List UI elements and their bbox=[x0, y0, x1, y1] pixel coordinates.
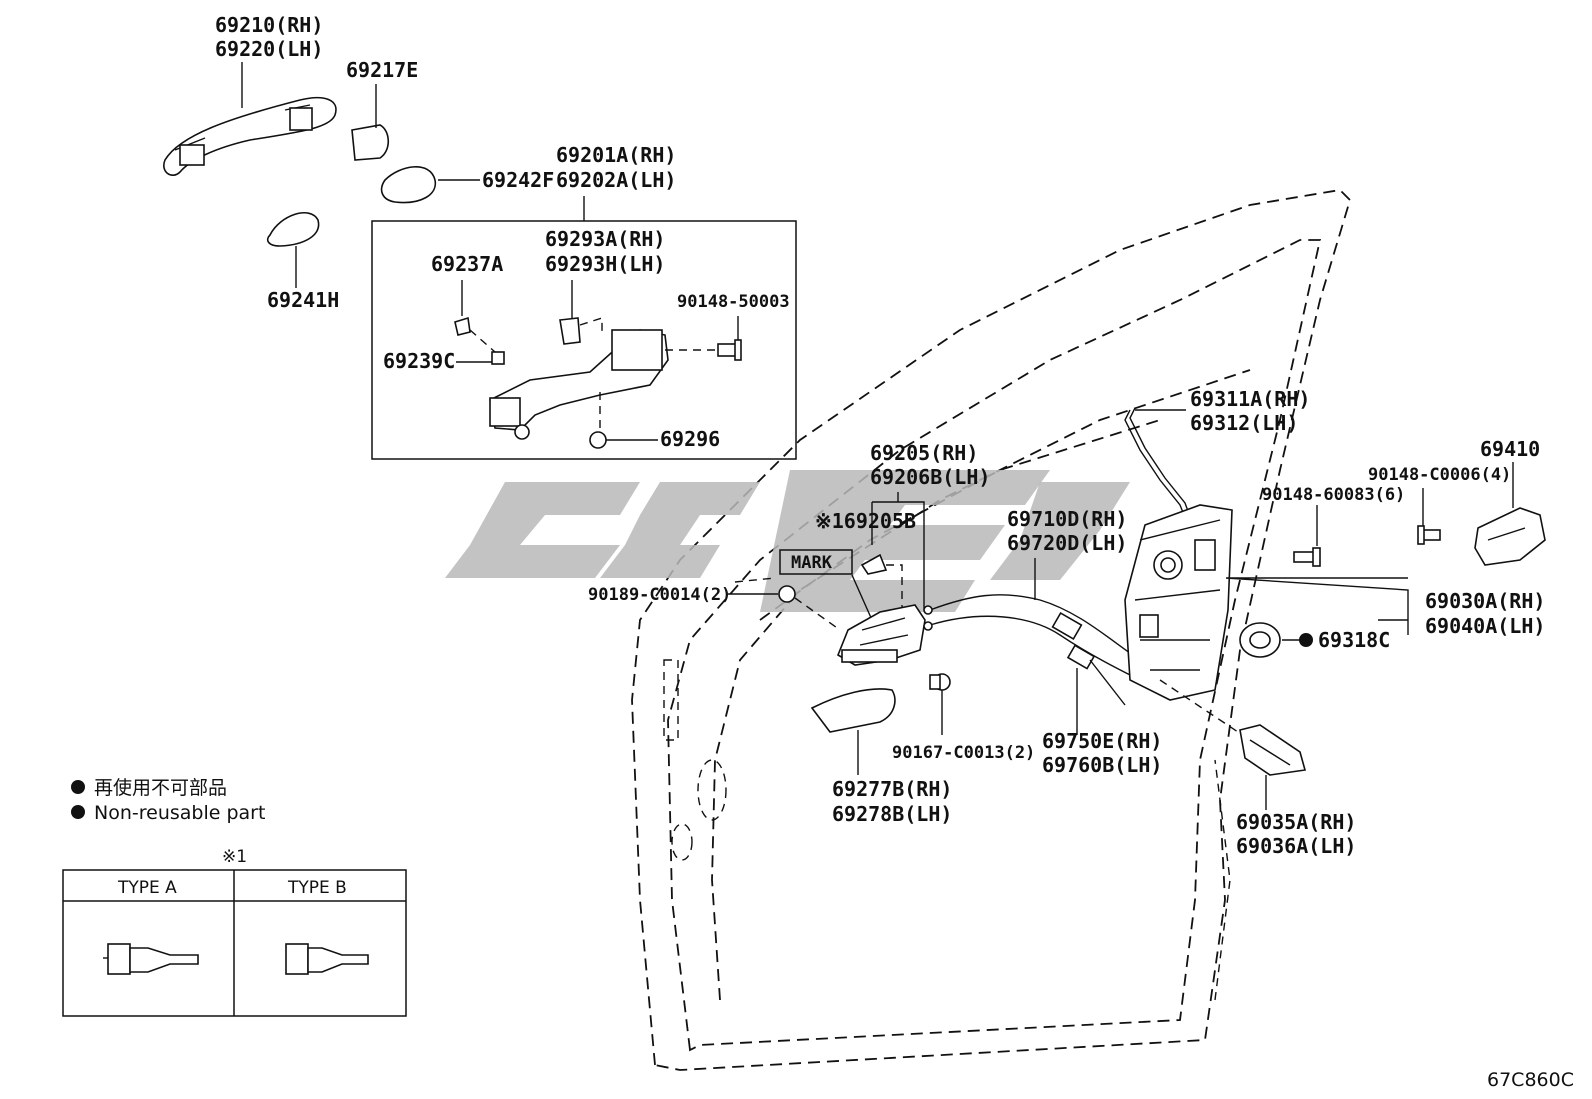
filled-circle-icon bbox=[71, 805, 85, 819]
label-clip-239c: 69239C bbox=[383, 349, 455, 373]
service-hole bbox=[671, 823, 693, 861]
label-rod-lh: 69312(LH) bbox=[1190, 411, 1298, 435]
label-bezel-lh: 69278B(LH) bbox=[832, 802, 952, 826]
label-inner-handle-rh: 69205(RH) bbox=[870, 441, 978, 465]
handle-cap bbox=[351, 124, 390, 161]
type-table-note: ※1 bbox=[222, 847, 247, 867]
leader-line bbox=[871, 492, 925, 610]
label-protector-lh: 69293H(LH) bbox=[545, 252, 665, 276]
screw-icon bbox=[1417, 525, 1441, 545]
hinge-area bbox=[663, 659, 679, 741]
type-a-header: TYPE A bbox=[117, 878, 177, 898]
bolt-icon bbox=[717, 339, 742, 361]
label-bezel-rh: 69277B(RH) bbox=[832, 777, 952, 801]
door-striker bbox=[1474, 507, 1546, 566]
label-cable-lock-rh: 69710D(RH) bbox=[1007, 507, 1127, 531]
screw-icon bbox=[1293, 547, 1321, 567]
legend: 再使用不可部品 Non-reusable part bbox=[71, 777, 265, 824]
label-frame-rh: 69201A(RH) bbox=[556, 143, 676, 167]
label-striker: 69410 bbox=[1480, 437, 1540, 461]
label-pad-242f: 69242F bbox=[482, 168, 554, 192]
legend-jp: 再使用不可部品 bbox=[94, 777, 227, 799]
legend-en: Non-reusable part bbox=[94, 802, 265, 824]
label-cable-lock-lh: 69720D(LH) bbox=[1007, 531, 1127, 555]
label-rod-rh: 69311A(RH) bbox=[1190, 387, 1310, 411]
label-mark: MARK bbox=[791, 553, 833, 573]
filled-circle-icon bbox=[1299, 633, 1313, 647]
leader-line bbox=[886, 564, 903, 610]
type-table: ※1 TYPE A TYPE B bbox=[62, 847, 407, 1017]
protector-tag bbox=[860, 553, 888, 575]
label-pad-241h: 69241H bbox=[267, 288, 339, 312]
label-frame-lh: 69202A(LH) bbox=[556, 168, 676, 192]
label-cover-lh: 69036A(LH) bbox=[1236, 834, 1356, 858]
bolt-icon bbox=[929, 673, 951, 691]
handle-bezel bbox=[810, 688, 896, 733]
label-screw-296: 69296 bbox=[660, 427, 720, 451]
label-protector-rh: 69293A(RH) bbox=[545, 227, 665, 251]
leader-line bbox=[1159, 679, 1251, 741]
handle-pad-rear bbox=[266, 211, 320, 247]
screw-icon bbox=[778, 585, 796, 603]
outer-door-handle bbox=[163, 96, 337, 176]
label-lock-assy-rh: 69030A(RH) bbox=[1425, 589, 1545, 613]
label-bolt-c0013: 90167-C0013(2) bbox=[892, 743, 1035, 763]
door-frame-part bbox=[454, 316, 718, 440]
label-screw-60083: 90148-60083(6) bbox=[1262, 485, 1405, 505]
leader-line bbox=[851, 574, 873, 621]
label-clip-237a: 69237A bbox=[431, 252, 503, 276]
door-outline bbox=[631, 189, 1352, 1071]
service-hole bbox=[697, 759, 727, 821]
label-mark-ref: ※169205B bbox=[815, 509, 916, 533]
lock-cover bbox=[1239, 724, 1307, 776]
screw-icon bbox=[589, 431, 607, 449]
inner-door-handle bbox=[837, 604, 926, 666]
label-cable-open-lh: 69760B(LH) bbox=[1042, 753, 1162, 777]
door-lock-assembly bbox=[1124, 504, 1233, 701]
label-cover-rh: 69035A(RH) bbox=[1236, 810, 1356, 834]
type-a-fastener bbox=[103, 943, 199, 975]
frame-assembly-box bbox=[371, 220, 797, 460]
label-screw-c0006: 90148-C0006(4) bbox=[1368, 465, 1511, 485]
label-outer-handle-lh: 69220(LH) bbox=[215, 37, 323, 61]
lock-cable bbox=[923, 594, 1141, 706]
type-b-fastener bbox=[285, 943, 369, 975]
type-b-header: TYPE B bbox=[287, 878, 347, 898]
label-inner-handle-lh: 69206B(LH) bbox=[870, 465, 990, 489]
diagram-code: 67C860C bbox=[1487, 1069, 1574, 1091]
label-cable-open-rh: 69750E(RH) bbox=[1042, 729, 1162, 753]
label-bolt-50003: 90148-50003 bbox=[677, 292, 790, 312]
lock-rod bbox=[1124, 407, 1193, 526]
mark-box bbox=[779, 549, 853, 575]
label-seal-318c: 69318C bbox=[1318, 628, 1390, 652]
handle-pad-front bbox=[380, 166, 436, 204]
label-screw-c0014: 90189-C0014(2) bbox=[588, 585, 731, 605]
label-lock-assy-lh: 69040A(LH) bbox=[1425, 614, 1545, 638]
label-cap-217e: 69217E bbox=[346, 58, 418, 82]
seal-ring bbox=[1239, 622, 1281, 658]
watermark-logo bbox=[445, 470, 1130, 612]
filled-circle-icon bbox=[71, 780, 85, 794]
leader-line bbox=[734, 577, 841, 631]
label-outer-handle-rh: 69210(RH) bbox=[215, 13, 323, 37]
